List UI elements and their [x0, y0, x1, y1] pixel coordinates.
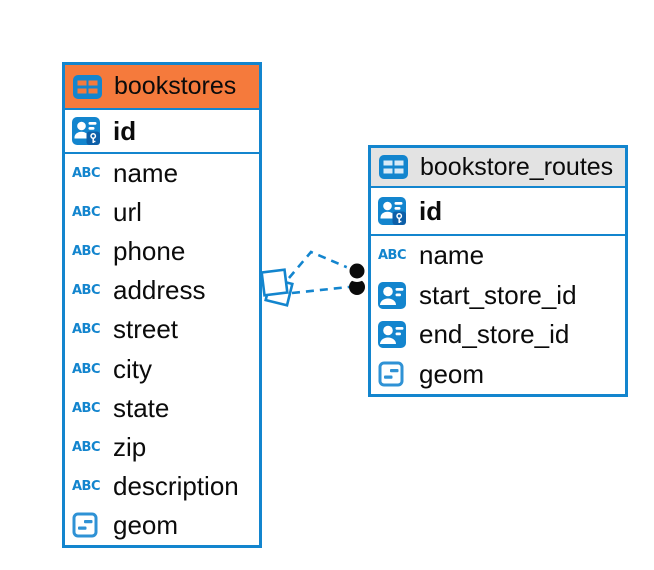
column-name: id	[419, 195, 443, 226]
column-row-description[interactable]: ABC description	[65, 467, 259, 506]
column-name: description	[113, 470, 239, 501]
text-type-icon: ABC	[72, 322, 101, 338]
column-name: id	[113, 115, 137, 146]
column-name: url	[113, 197, 142, 228]
column-row-street[interactable]: ABC street	[65, 310, 259, 349]
relation-line-upper[interactable]	[288, 250, 352, 279]
column-name: street	[113, 314, 179, 345]
column-name: state	[113, 392, 170, 423]
column-row-geom[interactable]: geom	[65, 506, 259, 545]
table-icon	[72, 74, 105, 100]
column-name: city	[113, 353, 152, 384]
column-name: geom	[113, 509, 179, 540]
column-name: name	[113, 158, 179, 189]
table-icon	[378, 154, 411, 180]
table-title: bookstore_routes	[420, 152, 614, 181]
column-row-phone[interactable]: ABC phone	[65, 232, 259, 271]
column-name: end_store_id	[419, 319, 570, 350]
column-row-name[interactable]: ABC name	[371, 236, 625, 276]
text-type-icon: ABC	[72, 283, 101, 299]
reference-id-icon	[378, 281, 411, 309]
column-name: phone	[113, 236, 186, 267]
column-name: address	[113, 275, 206, 306]
primary-key-icon	[378, 197, 411, 225]
column-row-url[interactable]: ABC url	[65, 193, 259, 232]
relation-endpoint-dot-upper[interactable]	[349, 263, 365, 279]
relation-endpoint-dot-lower[interactable]	[349, 279, 365, 295]
column-row-id[interactable]: id	[371, 188, 625, 236]
table-title: bookstores	[114, 72, 237, 100]
text-type-icon: ABC	[72, 244, 101, 260]
relation-endpoint-ring	[346, 260, 368, 282]
column-row-address[interactable]: ABC address	[65, 271, 259, 310]
table-header-bookstore-routes[interactable]: bookstore_routes	[371, 148, 625, 188]
table-header-bookstores[interactable]: bookstores	[65, 65, 259, 110]
geometry-type-icon	[378, 361, 411, 387]
text-type-icon: ABC	[72, 166, 101, 182]
text-type-icon: ABC	[72, 205, 101, 221]
column-name: start_store_id	[419, 279, 577, 310]
text-type-icon: ABC	[72, 400, 101, 416]
column-name: name	[419, 240, 485, 271]
column-row-geom[interactable]: geom	[371, 355, 625, 395]
entity-table-bookstore-routes[interactable]: bookstore_routes id ABC name	[368, 145, 628, 397]
relation-line-lower[interactable]	[291, 285, 350, 295]
column-row-state[interactable]: ABC state	[65, 389, 259, 428]
text-type-icon: ABC	[378, 248, 407, 264]
column-row-city[interactable]: ABC city	[65, 349, 259, 388]
relation-squares-marker[interactable]	[260, 268, 294, 307]
text-type-icon: ABC	[72, 439, 101, 455]
entity-table-bookstores[interactable]: bookstores id ABC name	[62, 62, 262, 548]
column-name: zip	[113, 431, 147, 462]
text-type-icon: ABC	[72, 478, 101, 494]
column-row-name[interactable]: ABC name	[65, 154, 259, 193]
column-name: geom	[419, 358, 485, 389]
reference-id-icon	[378, 321, 411, 349]
column-row-zip[interactable]: ABC zip	[65, 428, 259, 467]
column-row-end-store-id[interactable]: end_store_id	[371, 315, 625, 355]
column-row-start-store-id[interactable]: start_store_id	[371, 276, 625, 316]
geometry-type-icon	[72, 512, 105, 538]
text-type-icon: ABC	[72, 361, 101, 377]
column-row-id[interactable]: id	[65, 110, 259, 154]
primary-key-icon	[72, 117, 105, 145]
